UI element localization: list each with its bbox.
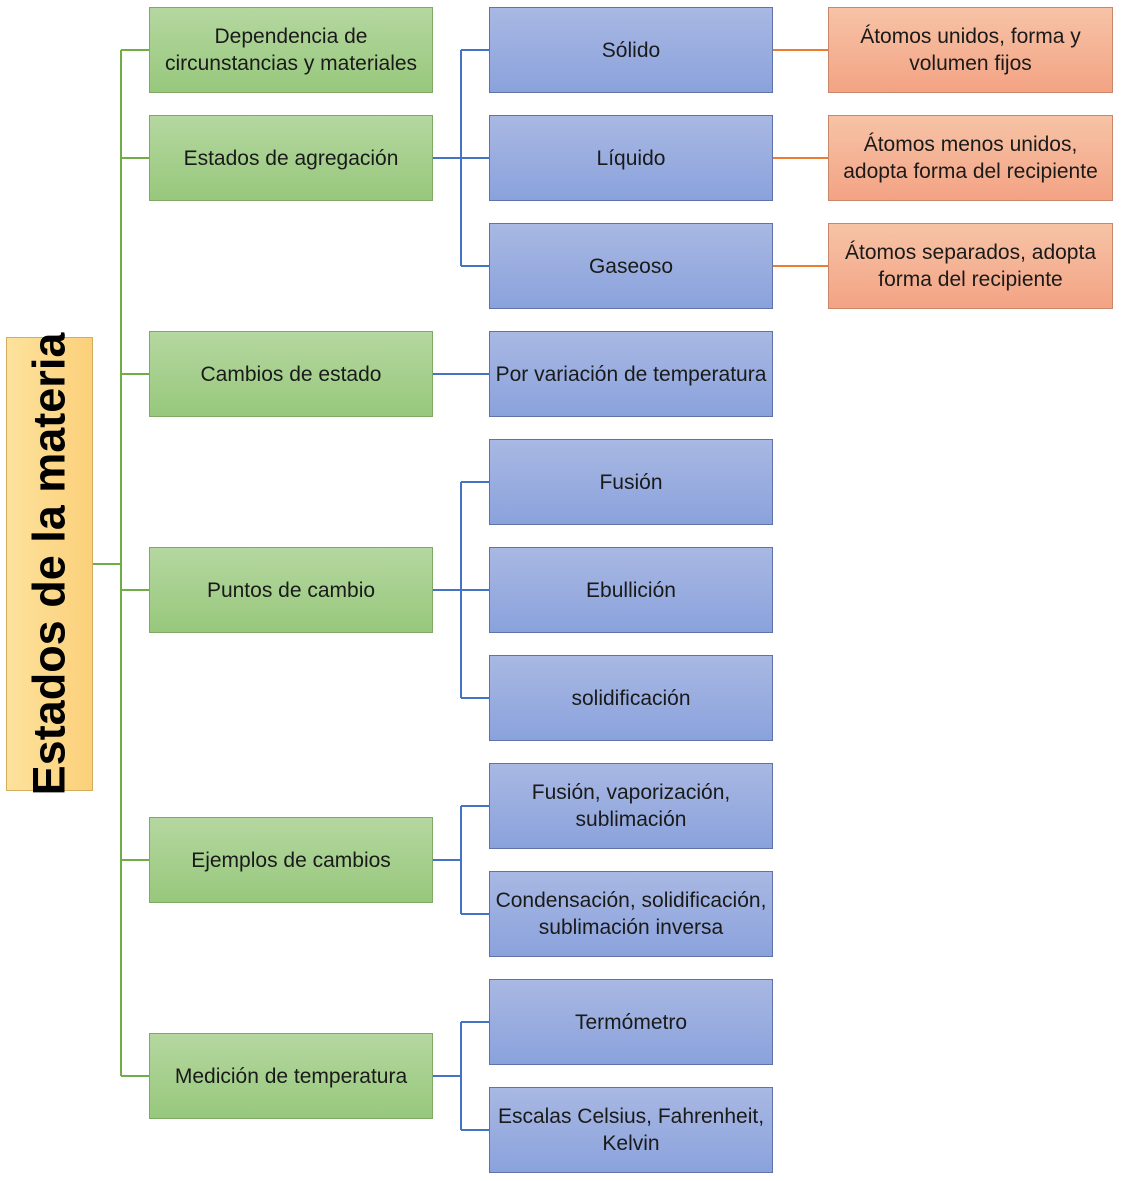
node-escalas: Escalas Celsius, Fahrenheit, Kelvin bbox=[489, 1087, 773, 1173]
node-solido: Sólido bbox=[489, 7, 773, 93]
detail-connectors bbox=[773, 49, 828, 267]
node-gaseoso: Gaseoso bbox=[489, 223, 773, 309]
root-connector bbox=[93, 49, 149, 1077]
detail-solido: Átomos unidos, forma y volumen fijos bbox=[828, 7, 1113, 93]
branch-4-connector bbox=[433, 805, 489, 915]
branch-5-connector bbox=[433, 1021, 489, 1131]
branch-medicion-temperatura: Medición de temperatura bbox=[149, 1033, 433, 1119]
node-ebullicion: Ebullición bbox=[489, 547, 773, 633]
node-ejemplo-progresivos: Fusión, vaporización, sublimación bbox=[489, 763, 773, 849]
detail-liquido: Átomos menos unidos, adopta forma del re… bbox=[828, 115, 1113, 201]
branch-dependencia: Dependencia de circunstancias y material… bbox=[149, 7, 433, 93]
branch-3-connector bbox=[433, 481, 489, 699]
node-ejemplo-regresivos: Condensación, solidificación, sublimació… bbox=[489, 871, 773, 957]
node-liquido: Líquido bbox=[489, 115, 773, 201]
node-fusion: Fusión bbox=[489, 439, 773, 525]
node-variacion-temperatura: Por variación de temperatura bbox=[489, 331, 773, 417]
branch-ejemplos-cambios: Ejemplos de cambios bbox=[149, 817, 433, 903]
branch-estados-agregacion: Estados de agregación bbox=[149, 115, 433, 201]
root-node: Estados de la materia bbox=[6, 333, 93, 795]
node-solidificacion: solidificación bbox=[489, 655, 773, 741]
node-termometro: Termómetro bbox=[489, 979, 773, 1065]
detail-gaseoso: Átomos separados, adopta forma del recip… bbox=[828, 223, 1113, 309]
root-label: Estados de la materia bbox=[23, 332, 75, 796]
branch-1-connector bbox=[433, 49, 489, 267]
branch-puntos-cambio: Puntos de cambio bbox=[149, 547, 433, 633]
branch-cambios-estado: Cambios de estado bbox=[149, 331, 433, 417]
